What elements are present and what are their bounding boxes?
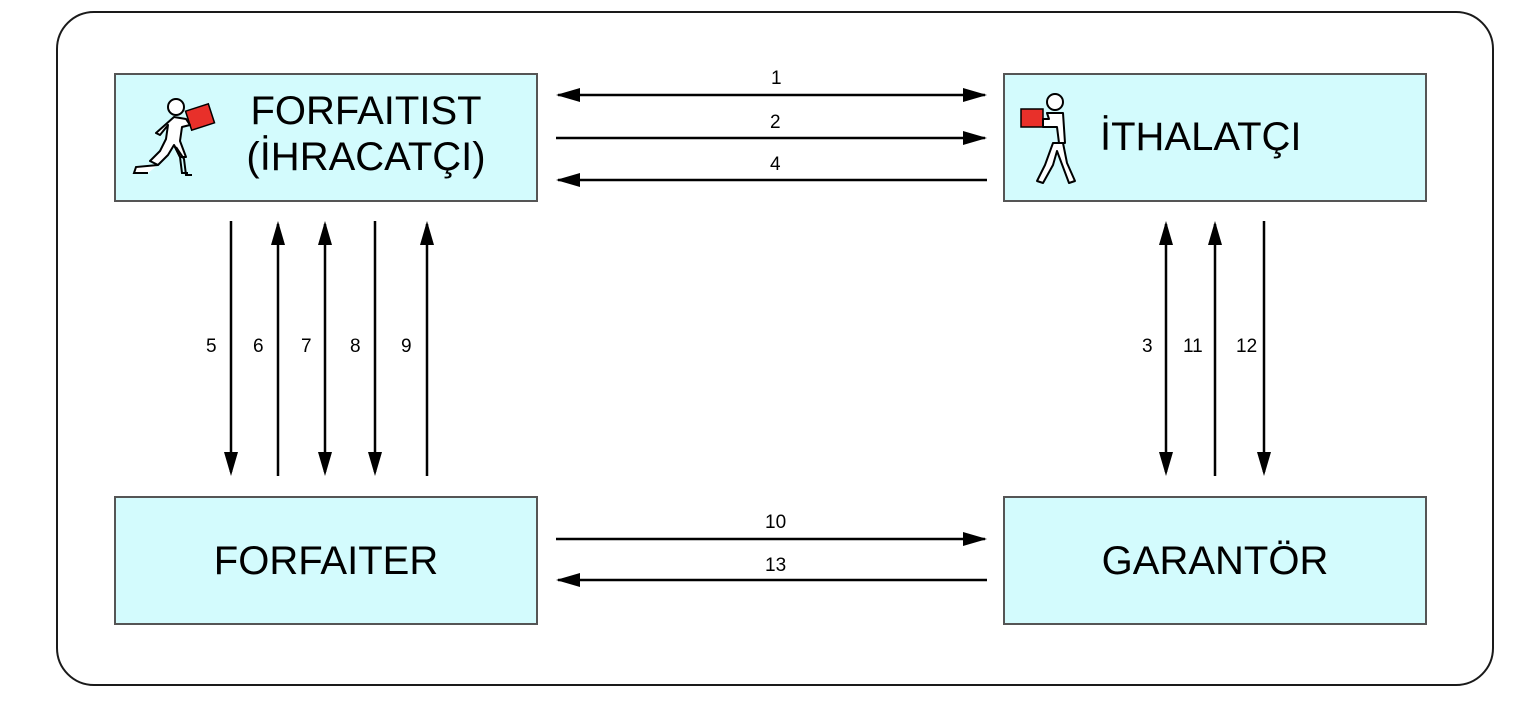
arrowhead-3-up [1159,221,1173,245]
arrowhead-6-up [271,221,285,245]
arrowhead-3-down [1159,452,1173,476]
arrow-label-11: 11 [1183,336,1203,357]
arrowhead-12-down [1257,452,1271,476]
node-forfaiter: FORFAITER [114,496,538,625]
arrowhead-1-left [556,88,580,102]
arrowheads [224,88,1271,587]
arrow-label-4: 4 [770,154,781,175]
node-exporter: FORFAITIST (İHRACATÇI) [114,73,538,202]
arrow-label-13: 13 [765,555,787,576]
arrowhead-2-right [963,131,987,145]
arrowhead-7-down [318,452,332,476]
arrow-label-9: 9 [401,336,412,357]
arrowhead-10-right [963,532,987,546]
arrow-label-12: 12 [1236,336,1258,357]
arrow-label-6: 6 [253,336,264,357]
arrowhead-9-up [420,221,434,245]
arrow-label-10: 10 [765,512,787,533]
arrowhead-4-left [556,173,580,187]
person-carrying-box-icon [1020,93,1076,184]
node-forfaiter-label: FORFAITER [213,538,439,583]
arrow-label-7: 7 [301,336,312,357]
arrowhead-1-right [963,88,987,102]
node-guarantor: GARANTÖR [1003,496,1427,625]
node-importer-label: İTHALATÇI [1100,115,1302,159]
arrow-label-3: 3 [1142,336,1153,357]
arrowhead-8-down [368,452,382,476]
arrow-label-8: 8 [350,336,361,357]
arrow-label-2: 2 [770,112,781,133]
arrowhead-5-down [224,452,238,476]
person-carrying-box-icon [132,98,216,176]
node-guarantor-label: GARANTÖR [1101,538,1329,583]
node-importer: İTHALATÇI [1003,73,1427,202]
arrowhead-13-left [556,573,580,587]
arrowhead-7-up [318,221,332,245]
arrow-label-5: 5 [206,336,217,357]
node-exporter-subtitle: (İHRACATÇI) [246,135,486,179]
arrow-label-1: 1 [771,68,782,89]
arrowhead-11-up [1208,221,1222,245]
node-exporter-title: FORFAITIST [250,89,482,133]
